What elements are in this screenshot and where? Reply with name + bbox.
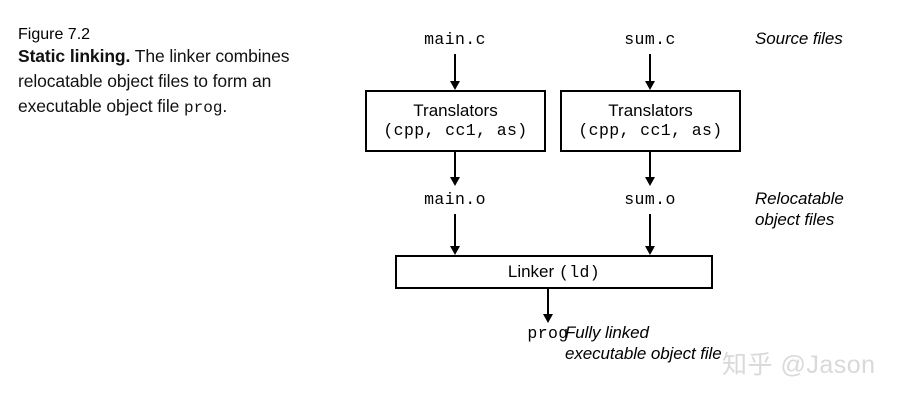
caption-body-part2: . [222,95,228,116]
figure-number: Figure 7.2 [18,26,91,43]
figure-caption: Figure 7.2 Static linking. The linker co… [18,26,296,119]
source-file-main-c: main.c [424,30,486,49]
translator-box-main[interactable]: Translators (cpp, cc1, as) [365,90,546,152]
translator-subtitle-main: (cpp, cc1, as) [383,120,528,140]
linker-command: (ld) [558,263,601,282]
linker-label: Linker (ld) [508,262,600,282]
translator-title-sum: Translators [608,101,693,121]
label-relocatable-line1: Relocatable [755,189,844,208]
label-output-line1: Fully linked [565,323,649,342]
source-file-sum-c: sum.c [624,30,676,49]
output-file-prog: prog [527,324,569,343]
translator-title-main: Translators [413,101,498,121]
label-source-files: Source files [755,29,843,48]
caption-mono-term: prog [184,98,223,117]
translator-subtitle-sum: (cpp, cc1, as) [578,120,723,140]
linker-name: Linker [507,262,559,281]
object-file-main-o: main.o [424,190,486,209]
label-relocatable-line2: object files [755,210,835,230]
object-file-sum-o: sum.o [624,190,676,209]
linker-box[interactable]: Linker (ld) [395,255,713,289]
figure-caption-text: Static linking. The linker combines relo… [18,44,296,119]
caption-body-part1: The linker combines relocatable object f… [18,46,290,116]
label-output-line2: executable object file [565,344,722,364]
label-fully-linked-executable: Fully linked executable object file [565,322,722,365]
translator-box-sum[interactable]: Translators (cpp, cc1, as) [560,90,741,152]
caption-lead-in: Static linking. [18,46,131,66]
label-relocatable-object-files: Relocatable object files [755,188,844,231]
